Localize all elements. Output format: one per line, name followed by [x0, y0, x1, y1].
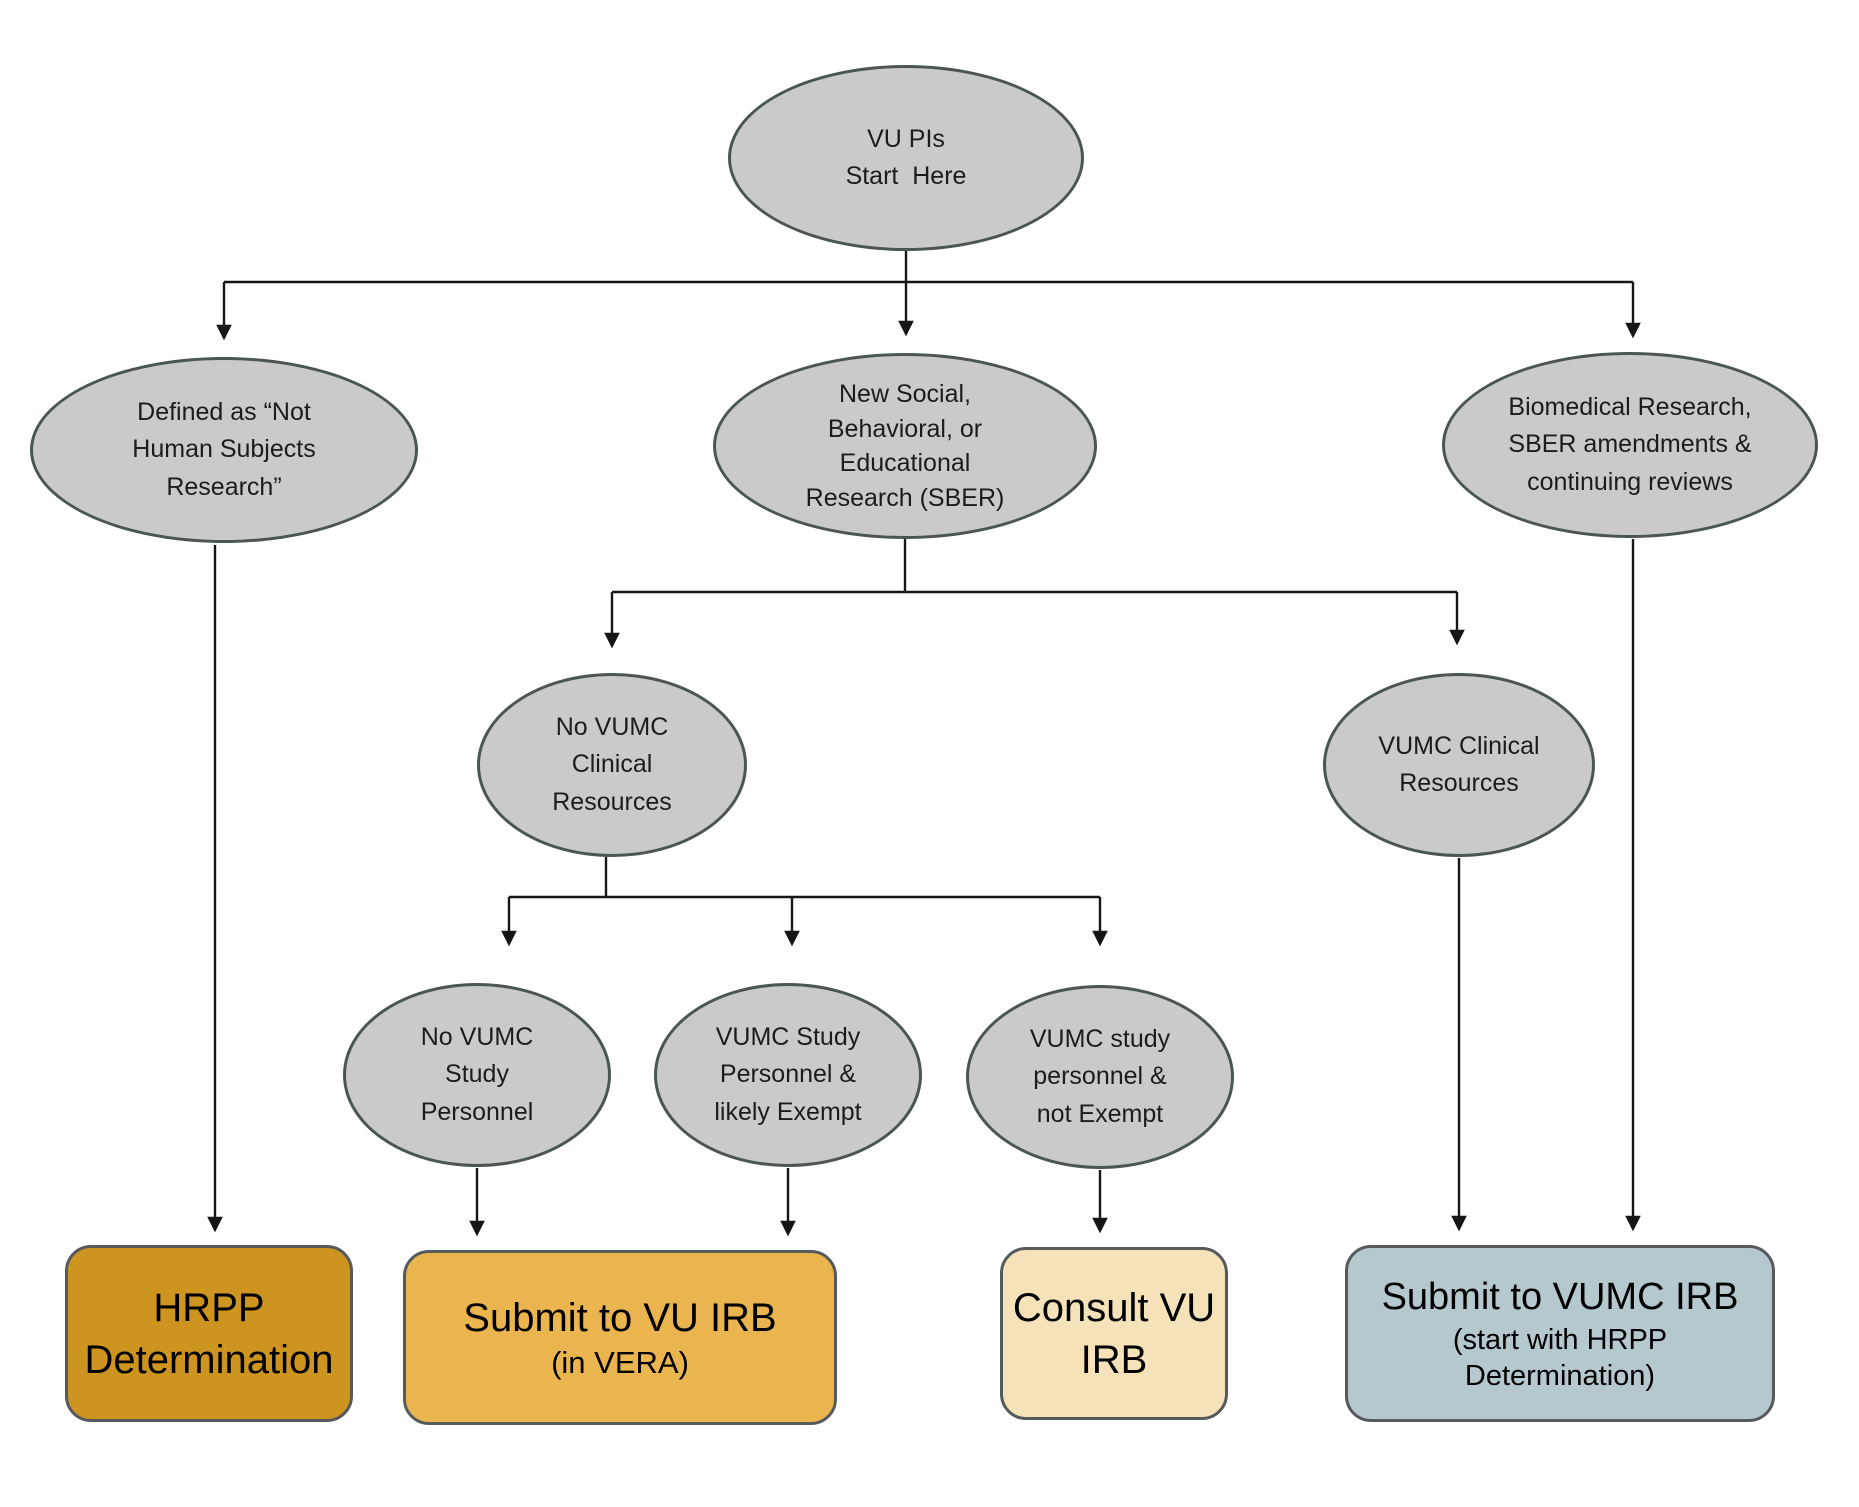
node-start-label: VU PIs Start Here: [845, 124, 967, 191]
outcome-hrpp-determination-label: HRPP Determination: [84, 1285, 334, 1382]
outcome-hrpp-determination: HRPP Determination: [65, 1245, 353, 1422]
outcome-submit-vu-irb-label: Submit to VU IRB: [463, 1296, 777, 1341]
node-sber-label: New Social, Behavioral, or Educational R…: [805, 380, 1005, 512]
node-vumc-clinical-resources-label: VUMC Clinical Resources: [1378, 731, 1540, 798]
outcome-submit-vu-irb: Submit to VU IRB (in VERA): [403, 1250, 837, 1425]
node-biomedical-research: Biomedical Research, SBER amendments & c…: [1442, 352, 1818, 538]
outcome-consult-vu-irb: Consult VU IRB: [1000, 1247, 1228, 1420]
node-not-human-subjects-research-label: Defined as “Not Human Subjects Research”: [132, 397, 316, 501]
outcome-submit-vumc-irb-label: Submit to VUMC IRB: [1381, 1275, 1739, 1318]
node-no-vumc-clinical-resources-label: No VUMC Clinical Resources: [552, 712, 672, 816]
outcome-submit-vumc-irb: Submit to VUMC IRB (start with HRPP Dete…: [1345, 1245, 1775, 1422]
node-not-human-subjects-research: Defined as “Not Human Subjects Research”: [30, 357, 418, 543]
node-start: VU PIs Start Here: [728, 65, 1084, 251]
node-biomedical-research-label: Biomedical Research, SBER amendments & c…: [1508, 392, 1752, 496]
outcome-submit-vu-irb-sublabel: (in VERA): [551, 1345, 689, 1381]
node-no-vumc-study-personnel-label: No VUMC Study Personnel: [420, 1022, 534, 1126]
node-sber: New Social, Behavioral, or Educational R…: [713, 353, 1097, 539]
node-vumc-personnel-likely-exempt-label: VUMC Study Personnel & likely Exempt: [714, 1022, 862, 1126]
node-no-vumc-study-personnel: No VUMC Study Personnel: [343, 983, 611, 1167]
outcome-consult-vu-irb-label: Consult VU IRB: [1012, 1285, 1216, 1382]
node-no-vumc-clinical-resources: No VUMC Clinical Resources: [477, 673, 747, 857]
outcome-submit-vumc-irb-sublabel: (start with HRPP Determination): [1452, 1323, 1668, 1393]
node-vumc-personnel-likely-exempt: VUMC Study Personnel & likely Exempt: [654, 983, 922, 1167]
node-vumc-personnel-not-exempt: VUMC study personnel & not Exempt: [966, 985, 1234, 1169]
node-vumc-clinical-resources: VUMC Clinical Resources: [1323, 673, 1595, 857]
node-vumc-personnel-not-exempt-label: VUMC study personnel & not Exempt: [1029, 1024, 1171, 1128]
